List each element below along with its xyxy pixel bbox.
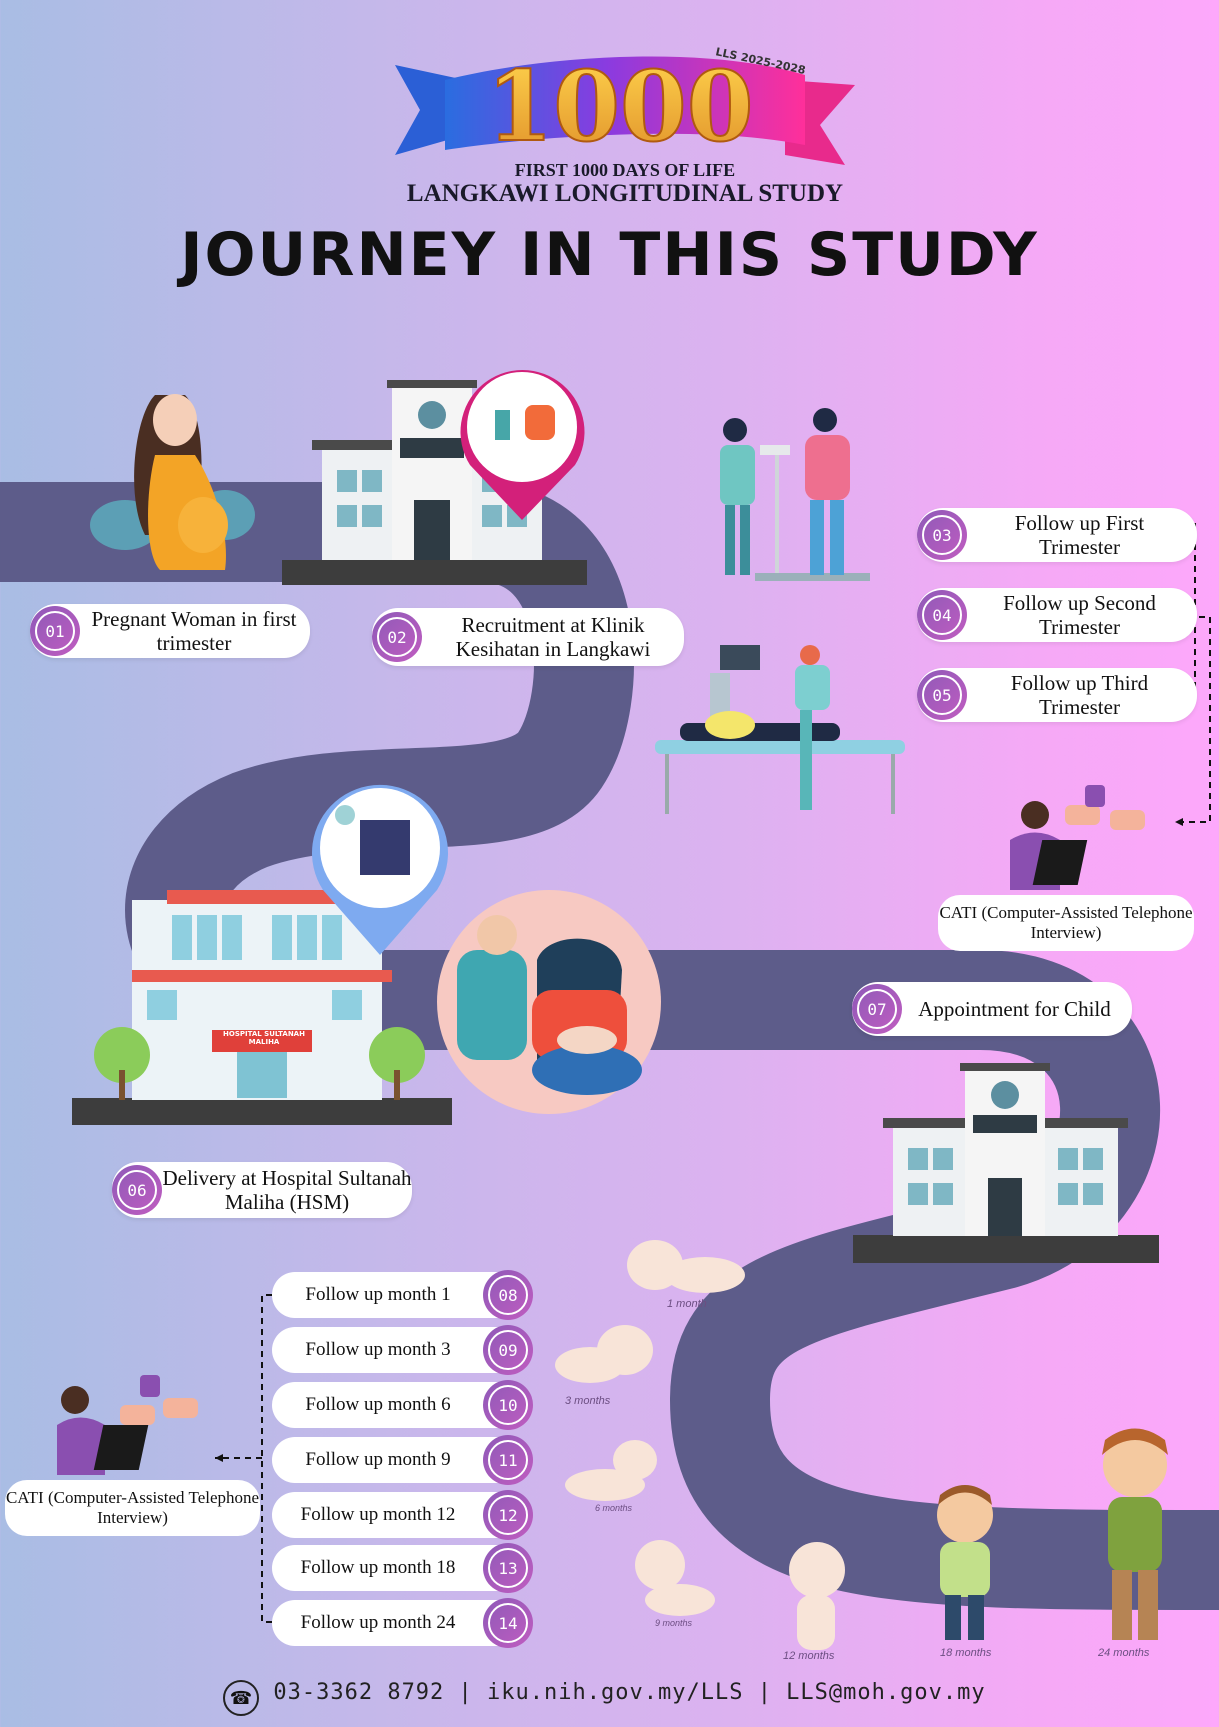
logo-line1: FIRST 1000 DAYS OF LIFE — [514, 160, 736, 180]
followup-09-badge: 09 — [483, 1325, 533, 1375]
caption-18-months: 18 months — [940, 1647, 992, 1659]
weighing-scale-illustration — [720, 408, 870, 581]
followup-08-badge: 08 — [483, 1270, 533, 1320]
followup-11-badge: 11 — [483, 1435, 533, 1485]
step-05-label: Follow up Third Trimester — [1010, 671, 1149, 719]
cati-operator-illustration — [1010, 785, 1145, 890]
step-06-pill: 06 Delivery at Hospital Sultanah Maliha … — [112, 1162, 412, 1218]
step-01-label: Pregnant Woman in first trimester — [91, 607, 297, 655]
step-04-pill: 04 Follow up Second Trimester — [917, 588, 1197, 642]
step-03-badge: 03 — [917, 510, 967, 560]
cati-operator-illustration-left — [57, 1375, 198, 1475]
logo-line2: LANGKAWI LONGITUDINAL STUDY — [406, 180, 844, 207]
step-06-badge: 06 — [112, 1165, 162, 1215]
page-title: JOURNEY IN THIS STUDY — [180, 220, 1039, 290]
logo-banner: 1000 LLS 2025-2028 — [395, 45, 855, 165]
baby-9-months-illustration — [635, 1540, 715, 1616]
step-01-pill: 01 Pregnant Woman in first trimester — [30, 604, 310, 658]
child-24-months-illustration — [1102, 1428, 1168, 1640]
followup-14-badge: 14 — [483, 1598, 533, 1648]
baby-1-month-illustration — [627, 1240, 745, 1293]
step-07-label: Appointment for Child — [918, 997, 1111, 1021]
followup-14-pill: Follow up month 24 14 — [272, 1598, 533, 1648]
clinic-checkup-pin — [460, 370, 585, 520]
hospital-sultanah-maliha-building — [72, 890, 452, 1125]
step-02-label: Recruitment at Klinik Kesihatan in Langk… — [455, 613, 651, 661]
step-05-pill: 05 Follow up Third Trimester — [917, 668, 1197, 722]
baby-3-months-illustration — [555, 1325, 653, 1383]
followup-09-pill: Follow up month 3 09 — [272, 1325, 533, 1375]
step-02-badge: 02 — [372, 612, 422, 662]
followup-13-label: Follow up month 18 — [300, 1557, 456, 1578]
caption-24-months: 24 months — [1098, 1647, 1150, 1659]
followup-08-label: Follow up month 1 — [305, 1284, 451, 1305]
followup-13-badge: 13 — [483, 1543, 533, 1593]
toddler-18-months-illustration — [937, 1485, 993, 1640]
followup-14-label: Follow up month 24 — [300, 1612, 456, 1633]
followup-13-pill: Follow up month 18 13 — [272, 1543, 533, 1593]
delivery-room-pin — [312, 784, 448, 955]
step-03-label: Follow up First Trimester — [1014, 511, 1145, 559]
step-06-label: Delivery at Hospital Sultanah Maliha (HS… — [162, 1166, 412, 1214]
cati-label-right: CATI (Computer-Assisted Telephone Interv… — [938, 895, 1194, 951]
followup-11-label: Follow up month 9 — [305, 1449, 451, 1470]
baby-6-months-illustration — [565, 1440, 657, 1501]
step-01-badge: 01 — [30, 606, 80, 656]
pregnant-woman-illustration — [90, 394, 255, 570]
step-07-badge: 07 — [852, 984, 902, 1034]
logo-number: 1000 — [486, 50, 753, 163]
klinik-kesihatan-building-2 — [853, 1063, 1159, 1263]
step-07-pill: 07 Appointment for Child — [852, 982, 1132, 1036]
ultrasound-illustration — [655, 645, 905, 814]
step-02-pill: 02 Recruitment at Klinik Kesihatan in La… — [372, 608, 684, 666]
caption-6-months: 6 months — [595, 1503, 633, 1513]
step-04-label: Follow up Second Trimester — [1003, 591, 1156, 639]
followup-12-pill: Follow up month 12 12 — [272, 1490, 533, 1540]
caption-9-months: 9 months — [655, 1618, 693, 1628]
phone-icon: ☎ — [223, 1680, 259, 1716]
followup-10-pill: Follow up month 6 10 — [272, 1380, 533, 1430]
step-04-badge: 04 — [917, 590, 967, 640]
caption-12-months: 12 months — [783, 1650, 835, 1662]
followup-10-label: Follow up month 6 — [305, 1394, 451, 1415]
followup-08-pill: Follow up month 1 08 — [272, 1270, 533, 1320]
study-logo: 1000 LLS 2025-2028 FIRST 1000 DAYS OF LI… — [395, 25, 855, 210]
followup-12-label: Follow up month 12 — [300, 1504, 456, 1525]
followup-09-label: Follow up month 3 — [305, 1339, 451, 1360]
caption-1-month: 1 month — [667, 1298, 707, 1310]
step-03-pill: 03 Follow up First Trimester — [917, 508, 1197, 562]
cati-label-left: CATI (Computer-Assisted Telephone Interv… — [5, 1480, 260, 1536]
newborn-care-illustration — [437, 890, 661, 1114]
followup-10-badge: 10 — [483, 1380, 533, 1430]
caption-3-months: 3 months — [565, 1395, 611, 1407]
step-05-badge: 05 — [917, 670, 967, 720]
hospital-sign: HOSPITAL SULTANAH MALIHA — [223, 1030, 305, 1046]
contact-footer: 03-3362 8792 | iku.nih.gov.my/LLS | LLS@… — [273, 1680, 986, 1705]
followup-11-pill: Follow up month 9 11 — [272, 1435, 533, 1485]
followup-12-badge: 12 — [483, 1490, 533, 1540]
baby-12-months-illustration — [789, 1542, 845, 1650]
